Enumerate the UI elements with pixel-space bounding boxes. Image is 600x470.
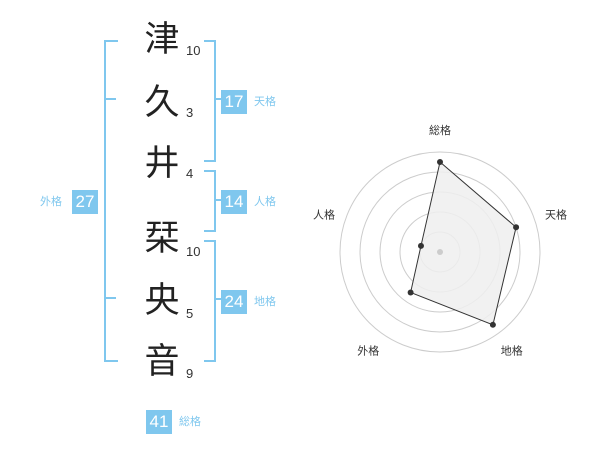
radar-grid-ring bbox=[339, 151, 541, 353]
tenkaku-bracket bbox=[204, 40, 216, 162]
gaikaku-bracket-tick bbox=[104, 297, 116, 299]
radar-axis-label: 地格 bbox=[501, 344, 523, 358]
stroke-count-3: 4 bbox=[186, 166, 194, 181]
radar-point-1 bbox=[437, 159, 443, 165]
name-char-6: 音 bbox=[144, 342, 180, 382]
stroke-count-4: 10 bbox=[186, 244, 201, 259]
radar-axis-label: 人格 bbox=[313, 207, 335, 221]
gaikaku-value-badge: 27 bbox=[72, 190, 98, 214]
radar-point-3 bbox=[489, 321, 496, 328]
name-char-3: 井 bbox=[144, 144, 180, 184]
radar-point-5 bbox=[417, 242, 424, 249]
gaikaku-label: 外格 bbox=[40, 195, 62, 208]
stroke-count-1: 10 bbox=[186, 43, 201, 58]
stroke-count-6: 9 bbox=[186, 366, 194, 381]
chikaku-bracket bbox=[204, 240, 216, 362]
jinkaku-bracket-tick bbox=[214, 199, 221, 201]
soukaku-value-badge: 41 bbox=[146, 410, 172, 434]
soukaku-label: 総格 bbox=[179, 415, 201, 428]
chikaku-value-badge: 24 bbox=[221, 290, 247, 314]
radar-axis-label: 天格 bbox=[545, 207, 567, 221]
tenkaku-label: 天格 bbox=[254, 95, 276, 108]
name-char-5: 央 bbox=[144, 281, 180, 321]
radar-axis-label: 総格 bbox=[429, 123, 451, 137]
radar-point-2 bbox=[513, 224, 520, 231]
radar-axis-label: 外格 bbox=[357, 344, 379, 358]
tenkaku-bracket-tick bbox=[214, 98, 221, 100]
radar-center bbox=[437, 249, 443, 255]
radar-point-4 bbox=[407, 289, 414, 296]
chikaku-bracket-tick bbox=[214, 298, 221, 300]
name-char-1: 津 bbox=[144, 20, 180, 60]
tenkaku-value-badge: 17 bbox=[221, 90, 247, 114]
name-char-4: 栞 bbox=[144, 219, 180, 259]
stroke-count-2: 3 bbox=[186, 105, 194, 120]
jinkaku-bracket bbox=[204, 170, 216, 232]
name-char-2: 久 bbox=[144, 83, 180, 123]
jinkaku-label: 人格 bbox=[254, 195, 276, 208]
jinkaku-value-badge: 14 bbox=[221, 190, 247, 214]
chikaku-label: 地格 bbox=[254, 295, 276, 308]
stroke-count-5: 5 bbox=[186, 306, 194, 321]
gaikaku-bracket bbox=[104, 40, 118, 362]
gaikaku-bracket-tick bbox=[104, 98, 116, 100]
radar-data-area bbox=[410, 161, 517, 326]
